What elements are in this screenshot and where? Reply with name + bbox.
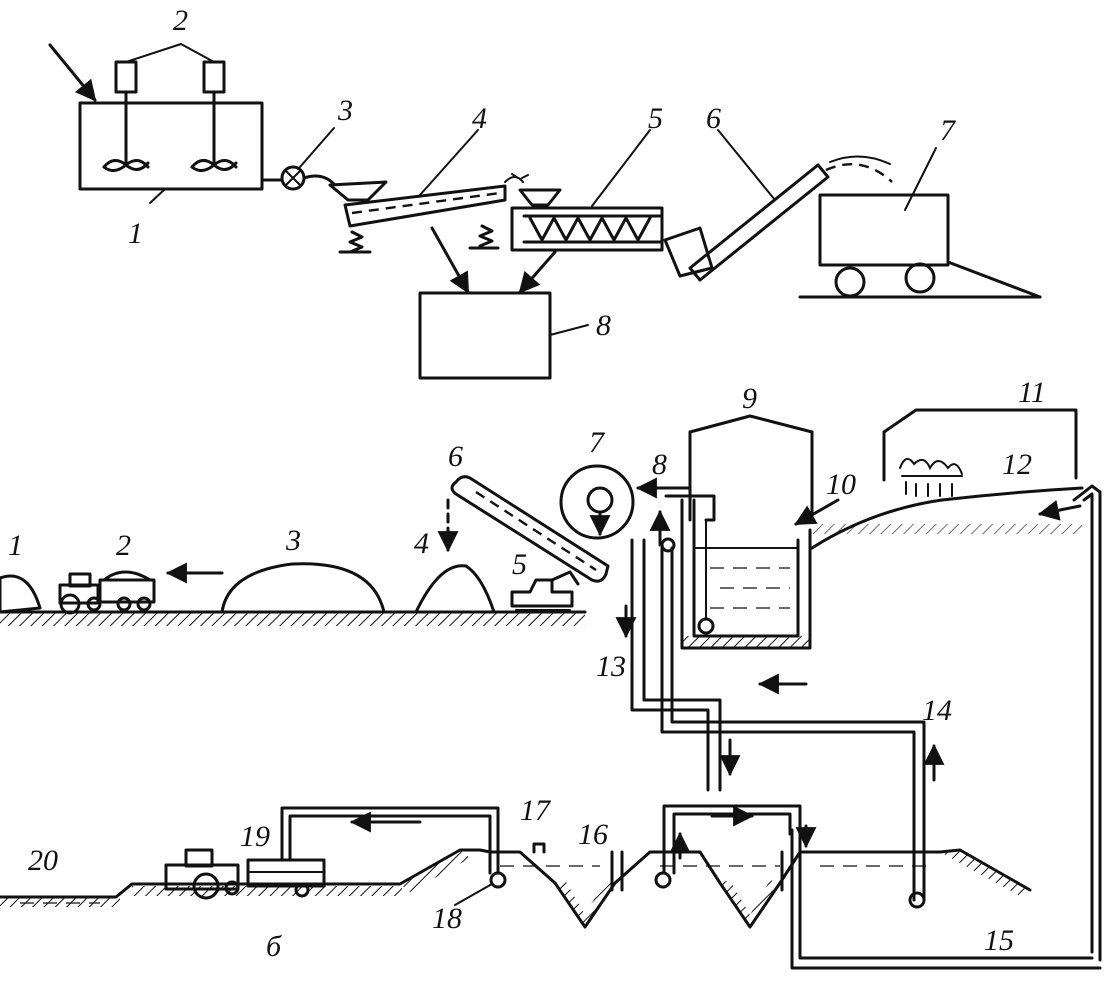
bottom-label-11: 11 (1018, 376, 1046, 409)
bottom-label-6: 6 (448, 440, 463, 473)
top-label-5: 5 (648, 102, 663, 135)
bottom-label-18: 18 (432, 902, 462, 935)
bottom-label-10: 10 (826, 468, 856, 501)
bottom-label-2: 2 (116, 529, 131, 562)
top-scheme: 2 3 4 5 6 7 1 8 (48, 4, 1042, 380)
filtrate-collector (418, 291, 589, 380)
pipe-14 (660, 546, 945, 902)
bottom-label-15: 15 (984, 924, 1014, 957)
agitator-right (190, 60, 238, 172)
top-label-3: 3 (337, 94, 353, 127)
tractor-tanker (164, 848, 326, 900)
belt-conveyor-top (688, 129, 893, 282)
bottom-label-8: 8 (652, 448, 667, 481)
bottom-label-9: 9 (742, 382, 757, 415)
trailer-top (798, 147, 1042, 299)
bottom-label-13: 13 (596, 650, 626, 683)
top-label-1: 1 (128, 217, 143, 250)
bottom-scheme: 1 2 3 4 5 6 7 8 9 10 11 12 13 14 15 16 1… (0, 376, 1102, 970)
top-label-7: 7 (940, 114, 957, 147)
top-label-8: 8 (596, 309, 611, 342)
drum-separator (559, 464, 692, 540)
screw-press (510, 129, 714, 278)
loader (510, 570, 580, 611)
pump-valve (260, 127, 336, 191)
bottom-label-5: 5 (512, 548, 527, 581)
bottom-label-4: 4 (414, 527, 429, 560)
bottom-label-16: 16 (578, 818, 608, 851)
livestock-building (794, 408, 1102, 962)
top-label-4: 4 (472, 102, 487, 135)
belt-conveyor-bottom (437, 475, 610, 583)
bottom-label-17: 17 (520, 794, 552, 827)
tractor-trailer-left (58, 562, 224, 615)
bottom-label-12: 12 (1002, 448, 1032, 481)
pipe-13 (615, 538, 741, 792)
bottom-label-14: 14 (922, 694, 952, 727)
bottom-label-3: 3 (285, 524, 301, 557)
bottom-label-7: 7 (589, 426, 606, 459)
lagoons (0, 804, 1032, 929)
vibrating-sieve (328, 129, 562, 294)
mixing-tank (48, 43, 264, 204)
bottom-scheme-label: б (266, 930, 282, 963)
bottom-label-20: 20 (28, 844, 58, 877)
agitator-left (102, 60, 150, 172)
top-label-2: 2 (173, 4, 188, 37)
top-label-6: 6 (706, 102, 721, 135)
bottom-label-19: 19 (240, 820, 270, 853)
storage-building (649, 414, 814, 650)
compost-ground (0, 562, 587, 626)
bottom-label-1: 1 (8, 529, 23, 562)
